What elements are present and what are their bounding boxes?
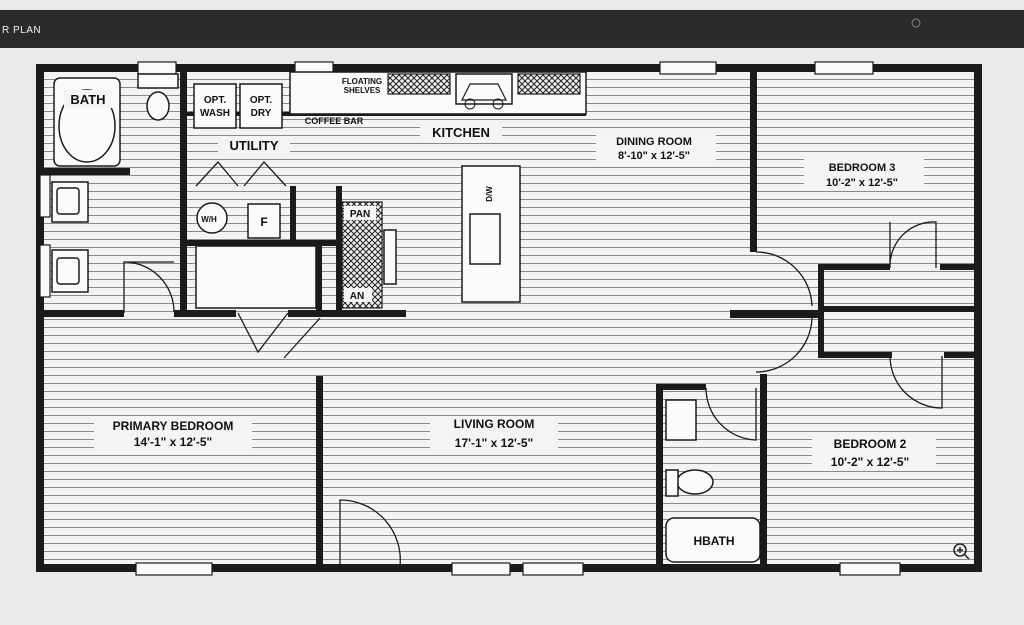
primary-bedroom-size: 14'-1" x 12'-5" (134, 435, 212, 449)
dishwasher-label: D/W (485, 186, 494, 202)
banner-title: R PLAN (2, 25, 41, 36)
water-heater-label: W/H (201, 215, 217, 224)
banner (0, 10, 1024, 48)
bedroom2-name: BEDROOM 2 (834, 437, 907, 451)
pantry-label: PAN (350, 209, 370, 220)
door-swings (123, 161, 943, 567)
hbath-label: HBATH (693, 534, 734, 548)
opt-wash-line1: OPT. (204, 95, 226, 106)
opt-dry-line2: DRY (251, 108, 272, 119)
dining-room-size: 8'-10" x 12'-5" (618, 150, 690, 162)
living-room-size: 17'-1" x 12'-5" (455, 436, 533, 450)
opt-wash-line2: WASH (200, 108, 230, 119)
circle-menu-icon[interactable] (911, 18, 921, 28)
windows (39, 61, 901, 576)
bedroom3-size: 10'-2" x 12'-5" (826, 177, 898, 189)
floating-shelves-line1: FLOATING (342, 77, 382, 86)
hbath-fixtures (665, 399, 761, 563)
floating-shelves-line2: SHELVES (344, 86, 381, 95)
primary-bedroom-name: PRIMARY BEDROOM (113, 419, 234, 433)
room-labels: BATH OPT. WASH OPT. DRY FLOATING SHELVES… (64, 77, 936, 548)
kitchen-label: KITCHEN (432, 125, 490, 140)
bedroom3-name: BEDROOM 3 (829, 162, 896, 174)
living-room-name: LIVING ROOM (454, 417, 535, 431)
bedroom2-size: 10'-2" x 12'-5" (831, 455, 909, 469)
utility-appliances (193, 83, 317, 309)
opt-dry-line1: OPT. (250, 95, 272, 106)
pantry-label-lower: AN (350, 291, 364, 302)
dining-room-name: DINING ROOM (616, 136, 692, 148)
furnace-label: F (260, 215, 267, 229)
zoom-in-icon[interactable] (953, 543, 970, 560)
coffee-bar-label: COFFEE BAR (305, 116, 364, 126)
utility-label: UTILITY (229, 138, 278, 153)
bath-label: BATH (70, 92, 105, 107)
